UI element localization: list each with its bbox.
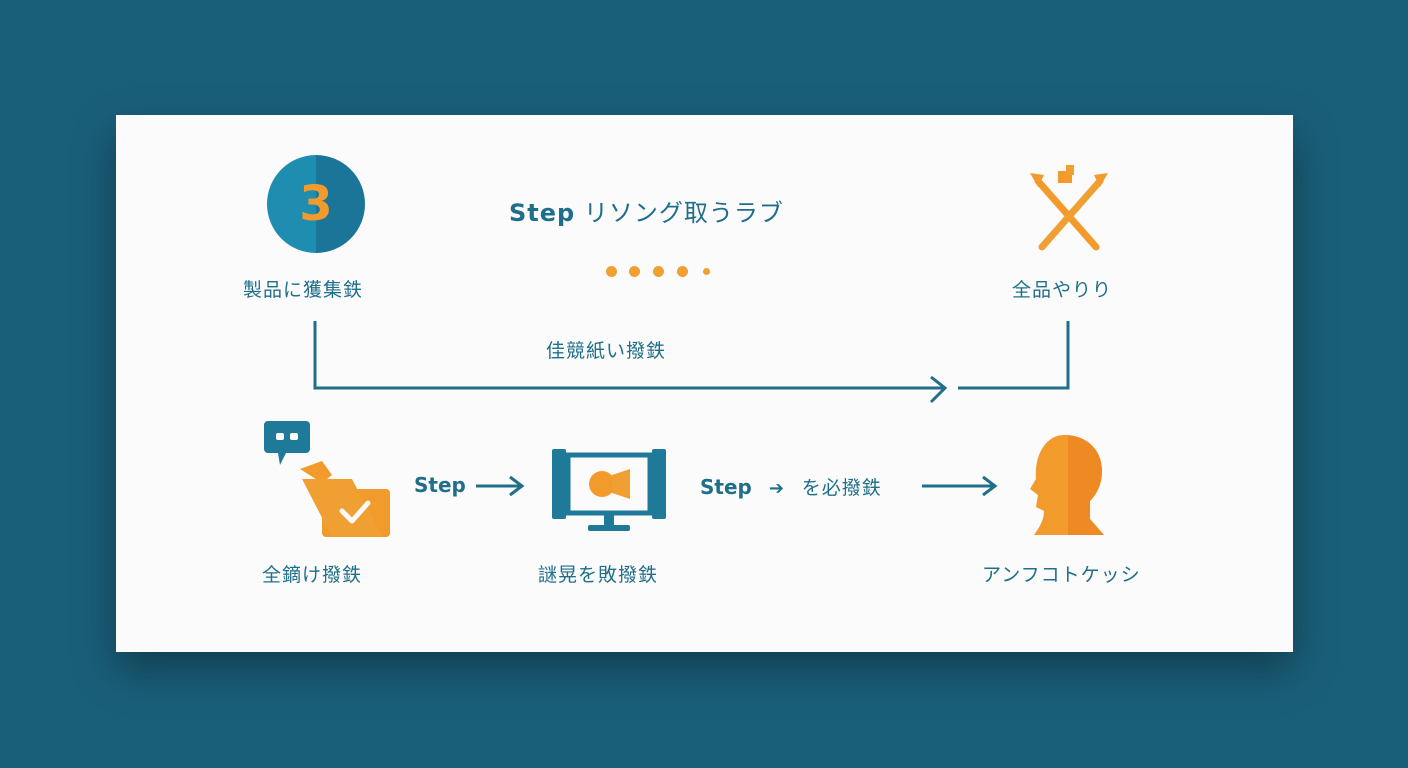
step1-arrow-icon [476,475,525,497]
step2-arrow-icon [922,475,998,497]
top-flow-line [313,321,944,390]
step2-step-text: Step [700,475,752,499]
middle-label: 佳競紙い撥鉄 [546,340,667,362]
person-head-icon [1030,435,1104,535]
title-text: リソング取うラブ [583,199,784,227]
small-arrow-icon: ➔ [768,478,784,499]
dot [653,266,664,277]
bottom-middle-label: 謎晃を敗撥鉄 [538,564,659,586]
dot [606,266,617,277]
badge-number: 3 [299,176,333,232]
right-connector-line [958,321,1070,390]
chat-check-icon [264,421,390,537]
top-right-label: 全品やりり [1012,279,1113,301]
tools-icon [1030,165,1108,251]
title-step: Step [509,199,576,227]
bottom-left-label: 全鏑け撥鉄 [262,564,363,586]
page-title: Step リソング取うラブ [509,193,784,228]
diagram-card: 3 製品に獲集鉄 Step リソング取うラブ 全品やりり 佳競紙い撥鉄 全鏑け撥… [116,115,1293,652]
dot [629,266,640,277]
bottom-right-label: アンフコトケッシ [982,564,1141,586]
dot [703,268,710,275]
step1-label: Step [414,473,466,497]
step2-label: Step ➔ を必撥鉄 [700,473,882,500]
monitor-video-icon [552,449,666,531]
top-left-label: 製品に獲集鉄 [243,279,364,301]
connector-lines [313,321,1070,497]
dot [677,266,688,277]
step2-suffix: を必撥鉄 [801,477,882,499]
badge-3-icon: 3 [267,155,365,253]
top-flow-arrowhead [929,375,948,404]
